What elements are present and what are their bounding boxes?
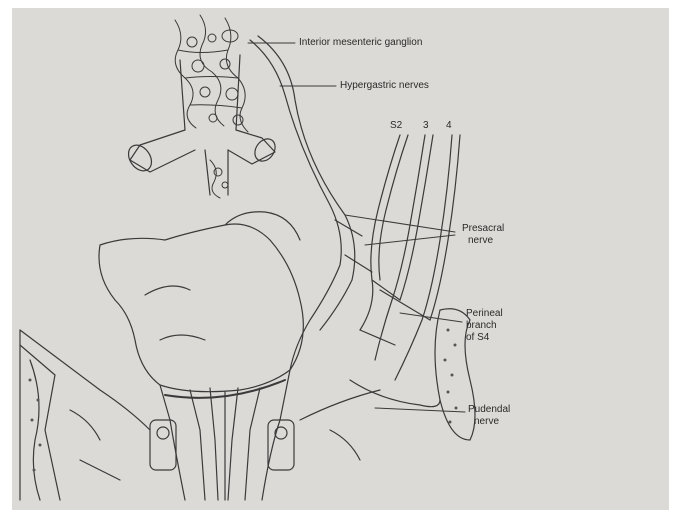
- label-presacral-line2: nerve: [462, 235, 504, 247]
- label-s2: S2: [390, 120, 402, 132]
- label-presacral-line1: Presacral: [462, 223, 504, 235]
- label-presacral-nerve: Presacral nerve: [462, 223, 504, 247]
- sacral-nerves: [360, 135, 460, 380]
- label-hypogastric-nerves: Hypergastric nerves: [340, 80, 429, 92]
- pelvic-organs: [99, 212, 303, 392]
- label-perineal-line2: branch: [466, 320, 503, 332]
- label-perineal-branch: Perineal branch of S4: [466, 308, 503, 344]
- label-perineal-line1: Perineal: [466, 308, 503, 320]
- label-inferior-mesenteric-ganglion: Interior mesenteric ganglion: [299, 37, 422, 49]
- label-pudendal-line1: Pudendal: [468, 404, 510, 416]
- label-pudendal-nerve: Pudendal nerve: [468, 404, 510, 428]
- anal-canal: [150, 370, 294, 500]
- label-pudendal-line2: nerve: [468, 416, 510, 428]
- leader-lines: [248, 43, 465, 412]
- label-perineal-line3: of S4: [466, 332, 503, 344]
- label-s3: 3: [423, 120, 429, 132]
- label-s4: 4: [446, 120, 452, 132]
- aorta-bifurcation: [124, 55, 279, 195]
